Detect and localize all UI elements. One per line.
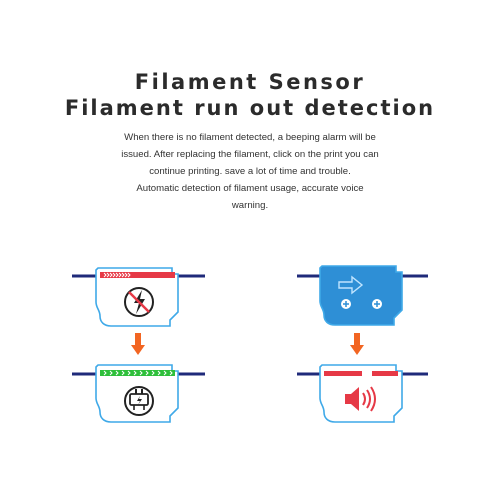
screw-icon bbox=[372, 299, 382, 309]
title-line-2: Filament run out detection bbox=[64, 96, 436, 120]
speaker-alarm-icon bbox=[345, 386, 376, 412]
description-line-3: continue printing. save a lot of time an… bbox=[149, 166, 351, 177]
filament-break-left bbox=[324, 371, 362, 376]
description-line-2: issued. After replacing the filament, cl… bbox=[121, 149, 379, 160]
description-line-1: When there is no filament detected, a be… bbox=[124, 132, 376, 143]
sensor-bottom-right bbox=[297, 364, 428, 423]
filament-break-right bbox=[372, 371, 398, 376]
plug-icon bbox=[124, 386, 154, 416]
title-line-1: Filament Sensor bbox=[134, 70, 366, 94]
arrow-down-right-icon bbox=[350, 333, 364, 355]
right-arrow-icon bbox=[338, 275, 364, 295]
sensor-bottom-left bbox=[72, 364, 205, 423]
description-text: When there is no filament detected, a be… bbox=[105, 129, 395, 214]
screw-icon bbox=[341, 299, 351, 309]
no-power-icon bbox=[124, 287, 154, 317]
sensor-top-left bbox=[72, 267, 205, 327]
description-line-4: Automatic detection of filament usage, a… bbox=[136, 183, 364, 194]
arrow-down-left-icon bbox=[131, 333, 145, 355]
description-line-5: warning. bbox=[231, 200, 269, 211]
break-gap bbox=[362, 368, 372, 379]
sensor-body bbox=[319, 364, 403, 423]
sensor-top-right bbox=[297, 265, 428, 326]
sensor-body-active bbox=[319, 265, 403, 326]
filament-detected-indicator bbox=[100, 370, 175, 376]
no-filament-indicator bbox=[100, 272, 175, 278]
